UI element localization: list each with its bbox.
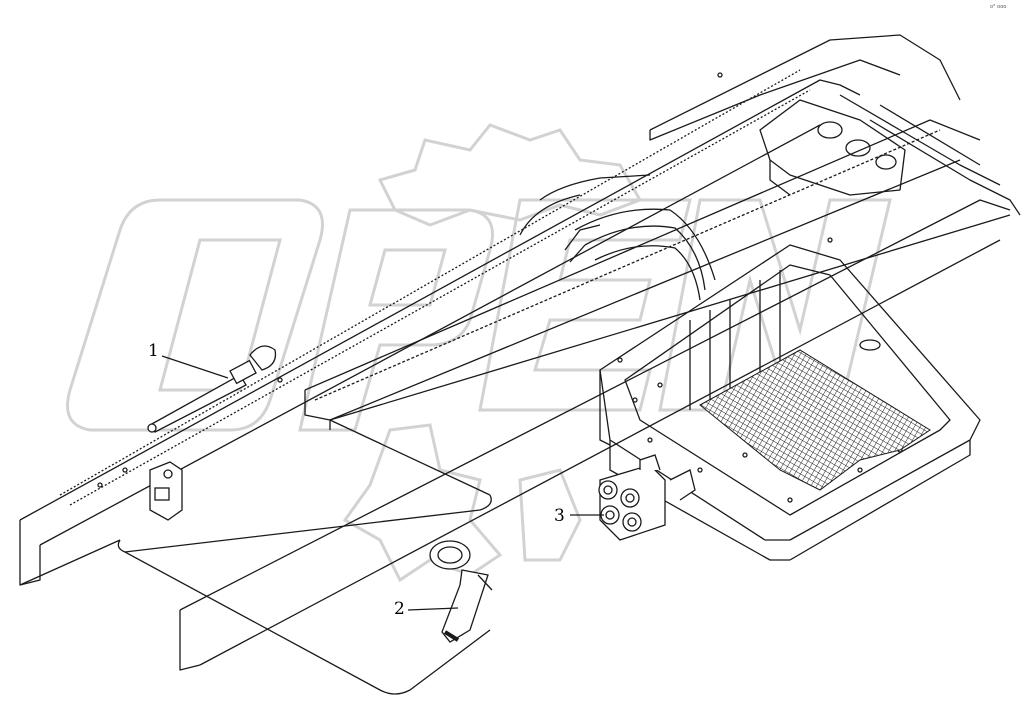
rail-fitting (149, 461, 183, 521)
frame-line-art (19, 34, 1021, 695)
part-1-valve-rod (147, 345, 277, 433)
watermark-logo (66, 123, 892, 583)
callout-3-label: 3 (554, 506, 565, 526)
callout-3: 3 (554, 506, 604, 526)
callout-2-label: 2 (394, 599, 405, 619)
callout-1: 1 (148, 341, 229, 379)
callout-1-label: 1 (148, 341, 159, 361)
corner-mark: o° ooo (990, 4, 1006, 10)
part-2-lever-handle (429, 540, 493, 643)
tray-mesh-grille (699, 349, 931, 491)
callout-2: 2 (394, 599, 459, 619)
part-3-connector-block (598, 454, 696, 541)
